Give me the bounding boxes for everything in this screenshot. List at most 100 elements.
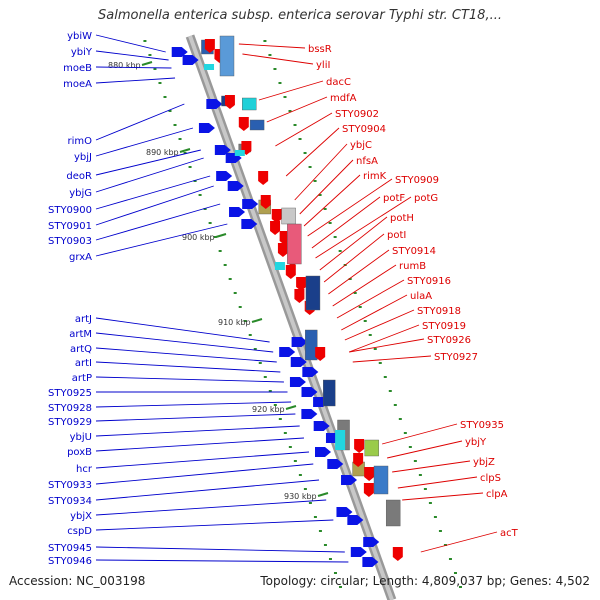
right-gene-label: STY0914	[392, 246, 436, 257]
scale-dot	[323, 208, 327, 210]
gene-block	[219, 35, 235, 77]
right-gene-label: potH	[390, 213, 414, 224]
gene-arrow-minus	[362, 557, 379, 567]
left-connector	[95, 332, 274, 353]
right-gene-label: STY0935	[460, 420, 504, 431]
scale-dot	[338, 586, 342, 588]
scale-dot	[283, 96, 287, 98]
left-gene-label: STY0900	[48, 205, 92, 216]
scale-dot	[298, 474, 302, 476]
scale-tick	[179, 148, 191, 153]
scale-dot	[288, 110, 292, 112]
gene-arrow-plus	[270, 221, 281, 235]
right-gene-label: nfsA	[356, 156, 378, 167]
right-gene-labels: bssRyliIdacCmdfASTY0902STY0904ybjCnfsAri…	[308, 44, 519, 539]
left-gene-labels: ybiWybiYmoeBmoeArimOybjJdeoRybjGSTY0900S…	[48, 31, 93, 567]
gene-arrow-minus	[291, 337, 308, 347]
right-gene-label: rimK	[363, 171, 387, 182]
left-connector	[95, 149, 201, 176]
scale-dot	[258, 362, 262, 364]
right-connector	[328, 249, 390, 295]
right-connector	[307, 178, 393, 237]
left-gene-label: artP	[72, 373, 92, 384]
scale-dot	[233, 292, 237, 294]
right-connector	[344, 309, 415, 341]
scale-dot	[428, 502, 432, 504]
left-gene-label: artI	[75, 358, 92, 369]
scale-dot	[313, 516, 317, 518]
scale-tick	[215, 233, 227, 238]
left-connector	[95, 413, 296, 422]
right-gene-label: STY0926	[427, 335, 471, 346]
right-gene-label: ybjC	[350, 140, 372, 151]
gene-arrow-plus	[279, 231, 290, 245]
right-connector	[336, 279, 405, 319]
gene-arrow-minus	[206, 99, 223, 109]
left-connector	[95, 361, 281, 373]
scale-dot	[373, 348, 377, 350]
scale-tick-label: 920 kbp	[252, 405, 285, 414]
scale-dot	[168, 110, 172, 112]
scale-dot	[143, 40, 147, 42]
scale-dot	[333, 572, 337, 574]
left-connector	[95, 425, 300, 437]
left-connector	[95, 451, 310, 469]
gene-arrow-plus	[204, 39, 215, 53]
gene-arrow-minus	[290, 357, 307, 367]
gene-arrow-minus	[279, 347, 296, 357]
right-gene-label: STY0902	[335, 109, 379, 120]
right-connector	[382, 423, 458, 445]
gene-features	[171, 35, 403, 567]
right-gene-label: ybjZ	[473, 457, 495, 468]
right-gene-label: STY0916	[407, 276, 451, 287]
scale-dot	[278, 418, 282, 420]
scale-dot	[278, 82, 282, 84]
right-gene-label: potF	[383, 193, 405, 204]
gene-arrow-plus	[364, 467, 375, 481]
scale-dot	[328, 558, 332, 560]
scale-dot	[318, 530, 322, 532]
scale-dot	[268, 54, 272, 56]
scale-dot	[273, 404, 277, 406]
scale-tick-label: 890 kbp	[146, 148, 179, 157]
gene-arrow-minus	[302, 367, 319, 377]
left-gene-label: ybjJ	[74, 152, 92, 163]
gene-block	[281, 207, 296, 225]
scale-dot	[378, 362, 382, 364]
left-gene-label: artJ	[75, 314, 92, 325]
left-connector	[95, 463, 314, 485]
left-gene-label: hcr	[76, 464, 93, 475]
scale-dot	[283, 432, 287, 434]
left-connector	[95, 175, 211, 210]
right-connector	[242, 53, 314, 65]
gene-arrow-minus	[182, 55, 199, 65]
gene-block	[364, 439, 379, 457]
left-gene-label: STY0929	[48, 417, 92, 428]
gene-arrow-minus	[214, 145, 231, 155]
gene-arrow-minus	[301, 409, 318, 419]
gene-arrow-minus	[198, 123, 215, 133]
right-gene-label: clpS	[480, 473, 501, 484]
left-gene-label: STY0945	[48, 543, 92, 554]
scale-dot	[453, 572, 457, 574]
right-connector	[402, 492, 484, 501]
right-connector	[352, 355, 432, 363]
left-gene-label: grxA	[69, 252, 92, 263]
gene-arrow-plus	[258, 171, 269, 185]
right-gene-label: ulaA	[410, 291, 432, 302]
left-gene-label: cspD	[67, 526, 92, 537]
scale-dot	[363, 320, 367, 322]
topology-text: Topology: circular; Length: 4,809,037 bp…	[260, 574, 590, 588]
right-connector	[294, 143, 348, 201]
scale-dot	[308, 166, 312, 168]
scale-dot	[393, 404, 397, 406]
left-connector	[95, 77, 176, 84]
scale-dot	[148, 54, 152, 56]
gene-arrow-minus	[327, 459, 344, 469]
left-connector	[95, 559, 349, 563]
scale-dot	[218, 250, 222, 252]
scale-dot	[158, 82, 162, 84]
right-connector	[315, 196, 412, 259]
scale-dot	[328, 222, 332, 224]
